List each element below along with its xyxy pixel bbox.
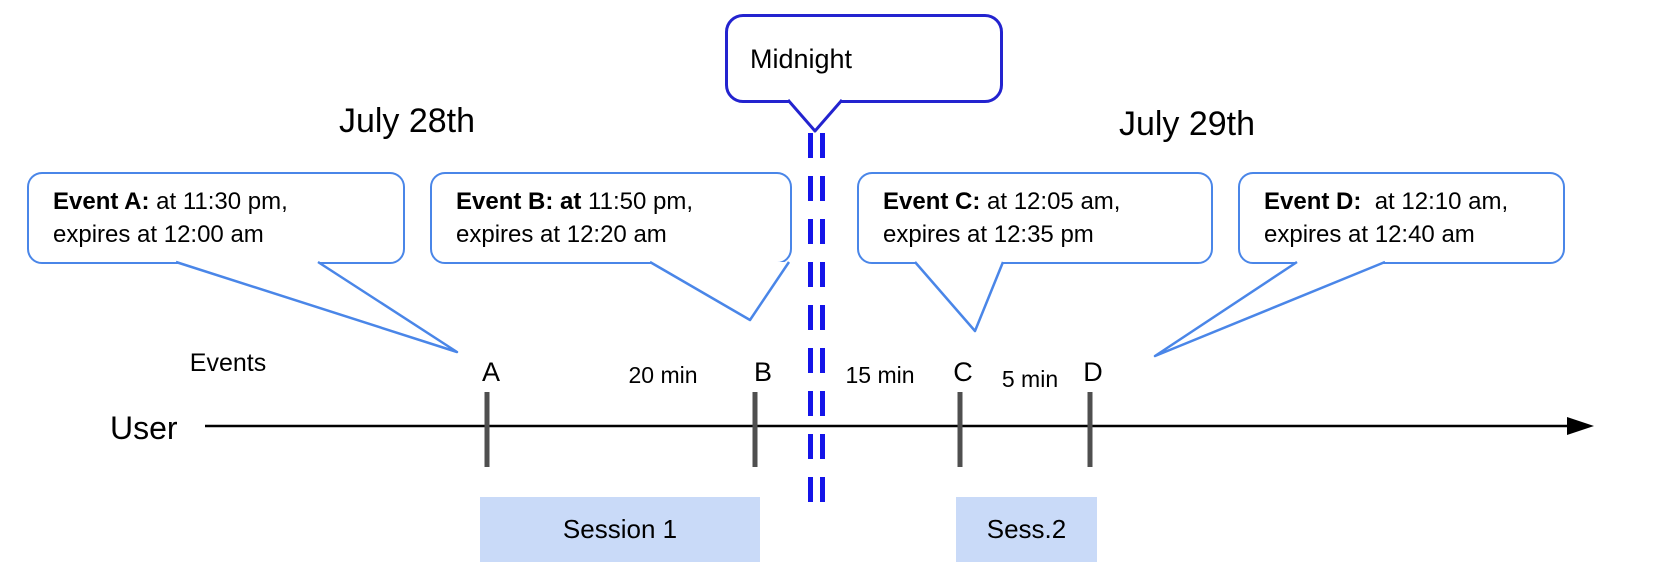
tick-label-b: B — [753, 357, 773, 387]
event-b-callout: Event B: at 11:50 pm, expires at 12:20 a… — [430, 172, 792, 264]
event-b-callout-tail — [649, 260, 791, 322]
midnight-callout-label: Midnight — [750, 44, 853, 74]
event-a-callout-tail — [175, 260, 459, 354]
event-c-callout: Event C: at 12:05 am, expires at 12:35 p… — [857, 172, 1213, 264]
event-a-callout: Event A: at 11:30 pm, expires at 12:00 a… — [27, 172, 405, 264]
midnight-callout-tail — [786, 99, 844, 133]
gap-label-15-min: 15 min — [845, 362, 915, 388]
gap-label-20-min: 20 min — [628, 362, 698, 388]
event-a-expiry: expires at 12:00 am — [53, 221, 264, 248]
event-d-time: Event D: at 12:10 am, — [1264, 188, 1509, 215]
event-c-time: Event C: at 12:05 am, — [883, 188, 1121, 215]
event-c-callout-tail — [914, 261, 1005, 333]
events-axis-label: Events — [189, 349, 267, 377]
event-b-time: Event B: at 11:50 pm, — [456, 188, 693, 215]
tick-label-c: C — [953, 357, 973, 387]
midnight-callout: Midnight — [725, 14, 1003, 103]
event-d-callout-tail — [1153, 260, 1386, 358]
event-d-expiry: expires at 12:40 am — [1264, 221, 1475, 248]
timeline-arrowhead-icon — [1567, 417, 1594, 435]
user-axis-label: User — [110, 410, 178, 446]
session-2-box: Sess.2 — [956, 497, 1097, 562]
event-d-callout: Event D: at 12:10 am, expires at 12:40 a… — [1238, 172, 1565, 264]
session-2-label: Sess.2 — [986, 514, 1067, 544]
session-1-box: Session 1 — [480, 497, 760, 562]
tick-label-d: D — [1083, 357, 1103, 387]
event-b-expiry: expires at 12:20 am — [456, 221, 667, 248]
date-label-july-28: July 28th — [338, 102, 476, 140]
session-1-label: Session 1 — [562, 514, 678, 544]
date-label-july-29: July 29th — [1118, 105, 1256, 143]
gap-label-5-min: 5 min — [1001, 366, 1059, 392]
event-a-time: Event A: at 11:30 pm, — [53, 188, 288, 215]
event-c-expiry: expires at 12:35 pm — [883, 221, 1094, 248]
tick-label-a: A — [481, 357, 501, 387]
